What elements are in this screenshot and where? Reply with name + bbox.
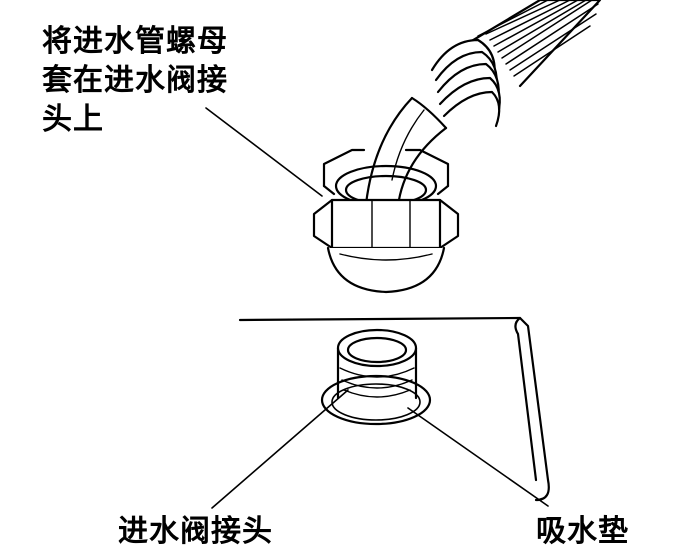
label-nut-line-3: 头上 [42, 102, 104, 137]
label-gasket: 吸水垫 [536, 514, 629, 549]
hose [364, 0, 602, 208]
label-nut-line-2: 套在进水阀接 [42, 63, 228, 98]
inlet-valve-fitting [320, 328, 432, 426]
machine-panel [238, 316, 550, 502]
hose-nut [312, 148, 460, 294]
leader-nut [205, 107, 323, 197]
label-nut-line-1: 将进水管螺母 [42, 24, 228, 59]
label-nut-instruction: 将进水管螺母 套在进水阀接 头上 [42, 22, 228, 139]
leader-inlet-valve [211, 389, 349, 509]
label-inlet-valve: 进水阀接头 [118, 514, 273, 549]
leader-lines [205, 107, 549, 509]
leader-gasket [407, 407, 549, 507]
